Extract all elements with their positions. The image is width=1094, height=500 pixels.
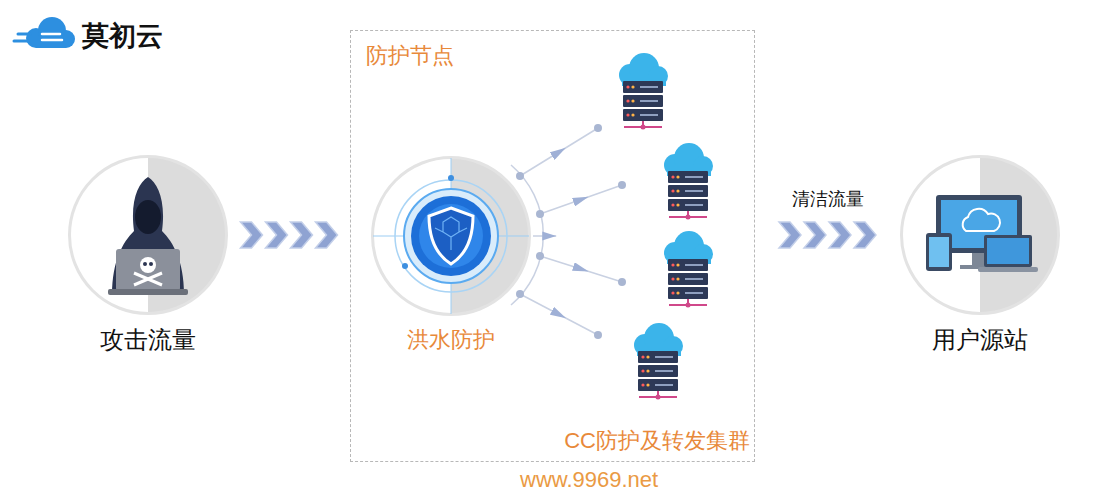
server-cluster-icons <box>558 56 753 456</box>
fan-dots <box>516 124 626 339</box>
region-heading: 防护节点 <box>366 43 454 69</box>
watermark: www.9969.net <box>520 467 658 493</box>
cluster-title: CC防护及转发集群 <box>564 428 750 454</box>
node-title: 洪水防护 <box>407 327 495 353</box>
chevron <box>779 222 801 248</box>
flow-connector <box>241 222 338 248</box>
chevron <box>829 222 851 248</box>
edge-label: 清洁流量 <box>790 189 866 211</box>
chevron <box>854 222 876 248</box>
chevron <box>266 222 288 248</box>
shield-icon <box>371 156 531 316</box>
attack-source-circle: 攻击流量 <box>68 155 228 315</box>
server-cluster: CC防护及转发集群 <box>558 56 756 456</box>
protection-region: 防护节点 洪水防护 <box>350 30 755 462</box>
node-title: 用户源站 <box>932 326 1028 355</box>
devices-icon <box>900 155 1060 315</box>
flood-protection-circle: 洪水防护 <box>371 156 531 316</box>
chevron <box>316 222 338 248</box>
arrow-head <box>542 232 556 241</box>
logo-text: 莫初云 <box>82 20 163 52</box>
logo-icon <box>14 17 75 48</box>
node-title: 攻击流量 <box>100 326 196 355</box>
chevron <box>804 222 826 248</box>
chevron <box>241 222 263 248</box>
chevron <box>291 222 313 248</box>
origin-site-circle: 用户源站 <box>900 155 1060 315</box>
flow-connector <box>533 232 556 241</box>
hacker-icon <box>68 155 228 315</box>
flow-connector <box>779 222 876 248</box>
